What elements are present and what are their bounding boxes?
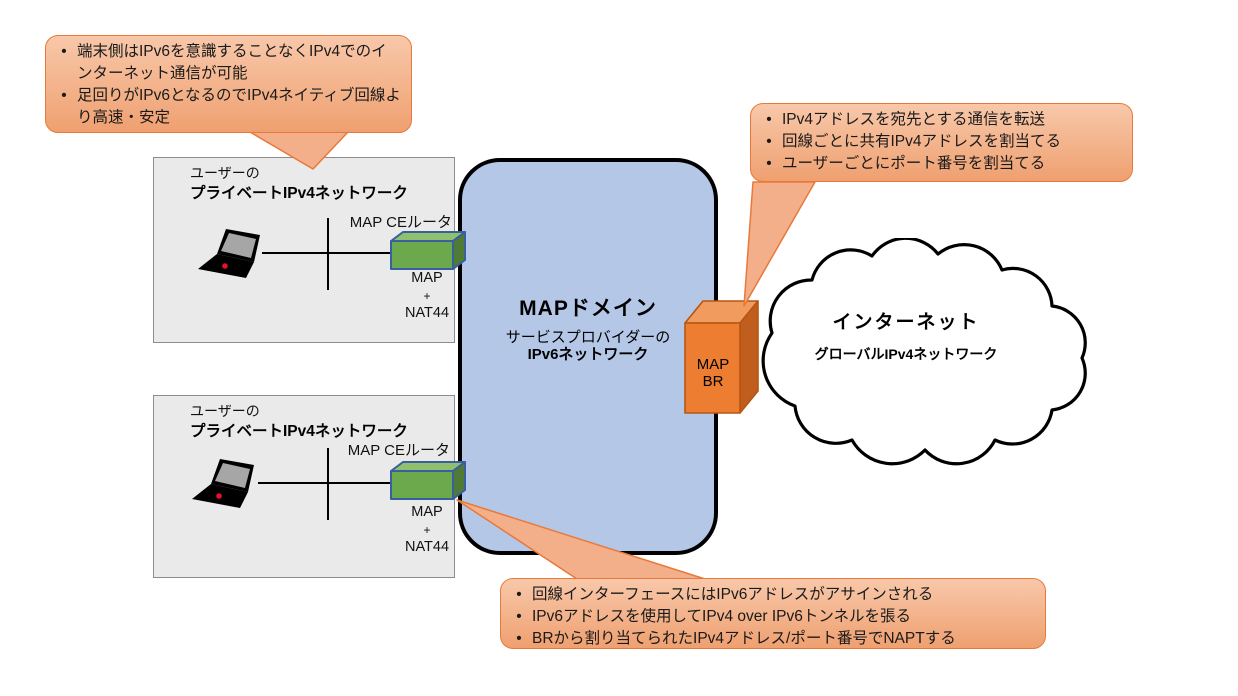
callout-line: • IPv6アドレスを使用してIPv4 over IPv6トンネルを張る — [513, 606, 1035, 628]
bullet-glyph: • — [766, 155, 772, 172]
callout-line-text: 回線インターフェースにはIPv6アドレスがアサインされる — [532, 586, 934, 603]
map-br-icon — [684, 300, 759, 414]
network-owner-label-bottom: ユーザーの — [190, 403, 260, 419]
laptop-icon-bottom — [192, 459, 254, 508]
callout-line-text: ユーザーごとにポート番号を割当てる — [782, 155, 1046, 172]
bullet-glyph: • — [516, 630, 522, 647]
callout-line-text: 足回りがIPv6となるのでIPv4ネイティブ回線より高速・安定 — [77, 87, 401, 126]
callout-ce-functions: • 回線インターフェースにはIPv6アドレスがアサインされる • IPv6アドレ… — [500, 578, 1046, 649]
callout-line-text: 回線ごとに共有IPv4アドレスを割当てる — [782, 133, 1062, 150]
ce-router-icon-bottom — [390, 461, 466, 500]
callout-line: • BRから割り当てられたIPv4アドレス/ポート番号でNAPTする — [513, 628, 1035, 650]
ce-router-label-bottom: MAP CEルータ — [347, 442, 450, 459]
trackpoint-dot — [222, 263, 228, 269]
callout-line: • 回線インターフェースにはIPv6アドレスがアサインされる — [513, 584, 1035, 606]
trackpoint-dot — [216, 493, 222, 499]
callout-line-text: IPv4アドレスを宛先とする通信を転送 — [782, 111, 1046, 128]
ce-router-icon-top — [390, 231, 466, 270]
internet-subtitle: グローバルIPv4ネットワーク — [814, 346, 998, 362]
laptop-icon-top — [198, 229, 260, 278]
callout-line: • IPv4アドレスを宛先とする通信を転送 — [763, 109, 1122, 131]
map-domain-network-label: IPv6ネットワーク — [527, 346, 649, 363]
callout-line-text: BRから割り当てられたIPv4アドレス/ポート番号でNAPTする — [532, 630, 956, 647]
bullet-glyph: • — [516, 586, 522, 603]
ce-function-plus-bottom: + — [423, 523, 431, 537]
callout-br-functions: • IPv4アドレスを宛先とする通信を転送 • 回線ごとに共有IPv4アドレスを… — [750, 103, 1133, 182]
network-name-label-top: プライベートIPv4ネットワーク — [190, 185, 408, 202]
ce-router-label-top: MAP CEルータ — [349, 214, 452, 231]
ce-function-nat44-top: NAT44 — [404, 305, 450, 321]
lan-line-bottom — [258, 482, 390, 484]
callout-line-text: 端末側はIPv6を意識することなくIPv4でのインターネット通信が可能 — [77, 43, 387, 82]
network-owner-label-top: ユーザーの — [190, 165, 260, 181]
bullet-glyph: • — [61, 87, 67, 104]
callout-line: • 回線ごとに共有IPv4アドレスを割当てる — [763, 131, 1122, 153]
bullet-glyph: • — [61, 43, 67, 60]
lan-line-top — [262, 252, 390, 254]
callout-user-benefits: • 端末側はIPv6を意識することなくIPv4でのインターネット通信が可能 • … — [45, 35, 412, 133]
lan-segment-top — [327, 218, 329, 290]
internet-cloud-icon — [761, 238, 1087, 466]
callout-line: • 端末側はIPv6を意識することなくIPv4でのインターネット通信が可能 — [58, 41, 401, 85]
callout-tail-bottom — [456, 499, 706, 580]
callout-line: • 足回りがIPv6となるのでIPv4ネイティブ回線より高速・安定 — [58, 85, 401, 129]
ce-function-map-top: MAP — [411, 270, 443, 286]
map-domain-title: MAPドメイン — [519, 297, 657, 320]
callout-line-text: IPv6アドレスを使用してIPv4 over IPv6トンネルを張る — [532, 608, 912, 625]
map-br-label: MAP BR — [696, 356, 730, 390]
ce-function-plus-top: + — [423, 289, 431, 303]
bullet-glyph: • — [766, 111, 772, 128]
ce-function-map-bottom: MAP — [411, 504, 443, 520]
callout-tail-top-left — [249, 131, 349, 170]
lan-segment-bottom — [327, 448, 329, 520]
internet-title: インターネット — [832, 312, 980, 333]
map-domain-provider-label: サービスプロバイダーの — [505, 329, 671, 346]
network-name-label-bottom: プライベートIPv4ネットワーク — [190, 423, 408, 440]
ce-function-nat44-bottom: NAT44 — [404, 539, 450, 555]
callout-line: • ユーザーごとにポート番号を割当てる — [763, 153, 1122, 175]
bullet-glyph: • — [516, 608, 522, 625]
bullet-glyph: • — [766, 133, 772, 150]
callout-tail-top-right — [743, 181, 816, 307]
